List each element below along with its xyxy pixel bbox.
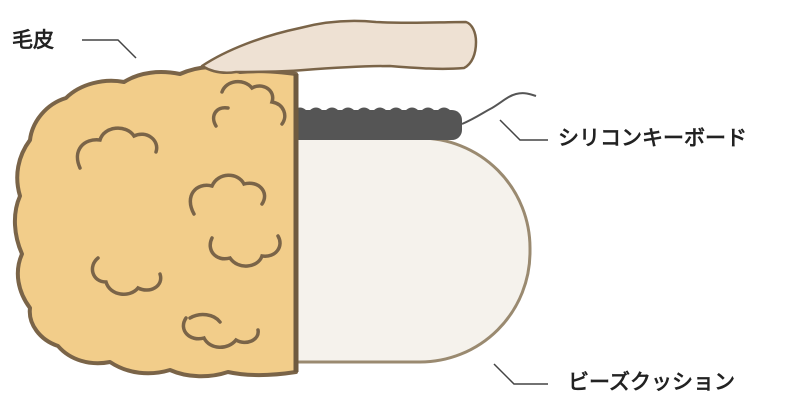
cushion-leader-line: [493, 363, 548, 385]
cushion-label: ビーズクッション: [568, 370, 735, 394]
fur-label: 毛皮: [12, 28, 54, 52]
cushion-icon: [263, 136, 532, 364]
fur-icon: [13, 65, 299, 379]
keyboard-leader-line: [499, 119, 548, 141]
keyboard-label: シリコンキーボード: [558, 126, 747, 150]
hand-icon: [200, 19, 478, 74]
fur-leader-line: [82, 39, 137, 59]
keyboard-icon: [284, 92, 537, 140]
